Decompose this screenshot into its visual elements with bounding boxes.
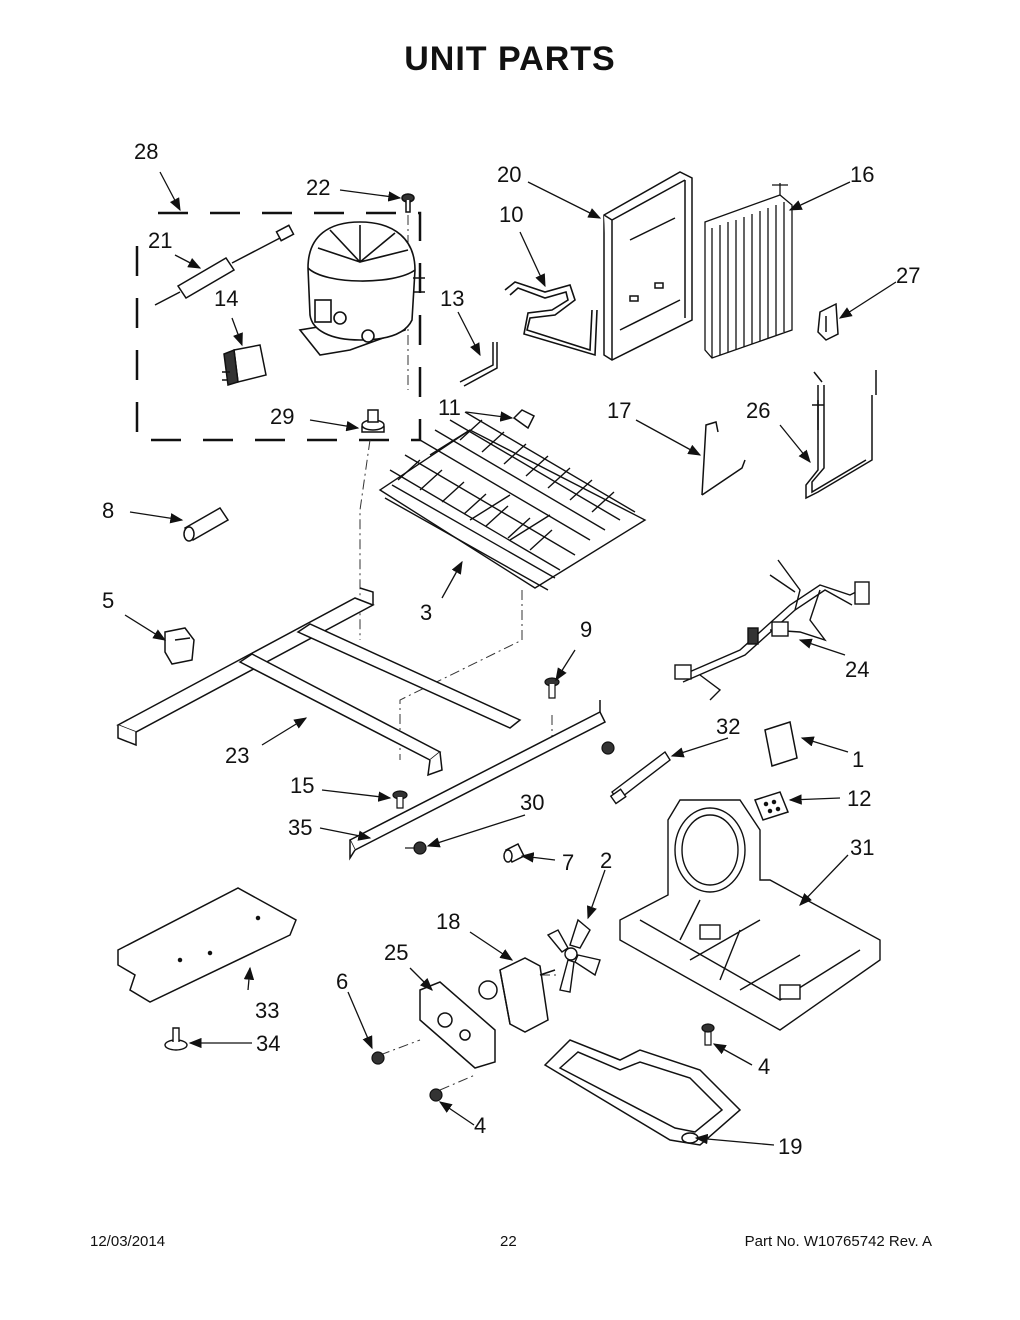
callout-29: 29	[270, 404, 294, 429]
callout-35: 35	[288, 815, 312, 840]
callout-8: 8	[102, 498, 114, 523]
hex-screws	[371, 1023, 715, 1102]
footer-part-number: Part No. W10765742 Rev. A	[744, 1233, 932, 1250]
callout-18: 18	[436, 909, 460, 934]
start-relay	[222, 344, 267, 386]
callout-13: 13	[440, 286, 464, 311]
drain-grommet	[164, 627, 195, 665]
compressor	[298, 221, 425, 356]
callout-31: 31	[850, 835, 874, 860]
callout-21: 21	[148, 228, 172, 253]
wire-bracket	[701, 421, 746, 496]
callout-26: 26	[746, 398, 770, 423]
callout-22: 22	[306, 175, 330, 200]
leader-arrows	[124, 171, 897, 1146]
callout-4: 4	[758, 1054, 770, 1079]
callout-17: 17	[607, 398, 631, 423]
condenser-tube	[504, 281, 598, 357]
callout-33: 33	[255, 998, 279, 1023]
callout-labels: 28 22 21 14 29 13 10 20 16 27 11 17 26 8…	[102, 139, 920, 1159]
callout-16: 16	[850, 162, 874, 187]
compressor-screw	[401, 193, 415, 213]
condenser-coil	[704, 183, 793, 359]
callout-20: 20	[497, 162, 521, 187]
page-title: UNIT PARTS	[404, 40, 616, 78]
compressor-rail	[348, 700, 607, 861]
callout-4-lower: 4	[474, 1113, 486, 1138]
evaporator-clip	[512, 409, 536, 430]
mounting-frame	[116, 587, 522, 777]
fan-blade	[546, 918, 601, 993]
heat-exchanger-tube	[805, 370, 877, 500]
callout-12: 12	[847, 786, 871, 811]
cover-screw	[164, 1027, 188, 1051]
callout-7: 7	[562, 850, 574, 875]
callout-2: 2	[600, 848, 612, 873]
footer-date: 12/03/2014	[90, 1233, 166, 1250]
callout-23: 23	[225, 743, 249, 768]
callout-1: 1	[852, 747, 864, 772]
label-sheet	[764, 721, 798, 767]
callout-3: 3	[420, 600, 432, 625]
callout-10: 10	[499, 202, 523, 227]
wiring-harness	[674, 559, 870, 701]
insulation-sleeve	[183, 507, 230, 542]
condenser-shroud	[603, 171, 693, 361]
motor-bracket	[419, 981, 496, 1069]
callout-32: 32	[716, 714, 740, 739]
process-tube	[459, 342, 498, 387]
callout-15: 15	[290, 773, 314, 798]
footer-page-number: 22	[500, 1233, 517, 1250]
callout-27: 27	[896, 263, 920, 288]
screws	[392, 677, 615, 855]
callout-11: 11	[438, 395, 461, 420]
tube-clip	[817, 302, 839, 341]
callout-30: 30	[520, 790, 544, 815]
drain-pan	[543, 1039, 742, 1146]
cable-tie	[609, 750, 671, 805]
access-cover	[117, 887, 297, 1003]
machine-compartment-base	[619, 799, 881, 1031]
grommet	[361, 409, 385, 433]
callout-14: 14	[214, 286, 238, 311]
callout-5: 5	[102, 588, 114, 613]
callout-28: 28	[134, 139, 158, 164]
callout-19: 19	[778, 1134, 802, 1159]
callout-6: 6	[336, 969, 348, 994]
serial-label	[754, 791, 789, 821]
callout-34: 34	[256, 1031, 280, 1056]
bushing	[503, 842, 526, 864]
filter-drier	[154, 224, 295, 306]
callout-24: 24	[845, 657, 869, 682]
callout-9: 9	[580, 617, 592, 642]
fan-motor	[478, 957, 556, 1033]
callout-25: 25	[384, 940, 408, 965]
evaporator-coil	[378, 411, 647, 591]
